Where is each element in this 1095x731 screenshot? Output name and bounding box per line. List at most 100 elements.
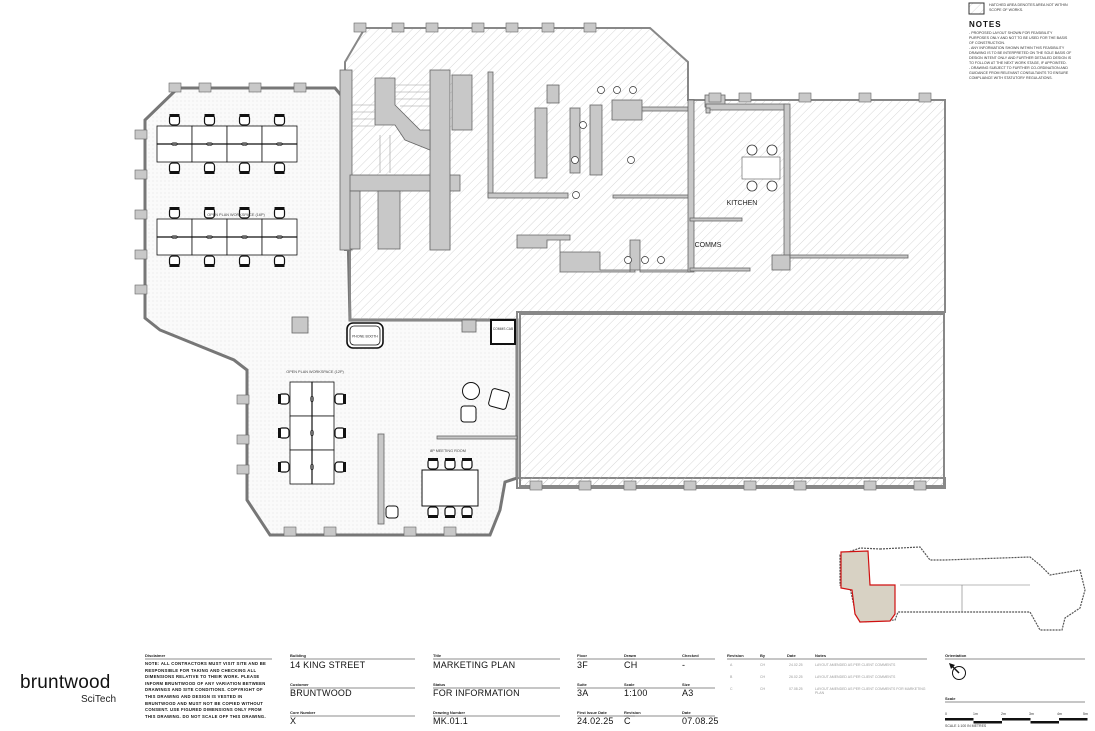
window-pier: [578, 480, 592, 491]
desk: [226, 236, 263, 256]
room-label-workspace-12p: OPEN PLAN WORKSPACE (12P): [286, 370, 344, 374]
rev-header-date: Date: [787, 653, 796, 658]
window-pier: [323, 526, 337, 537]
chair-back: [445, 515, 455, 518]
wc-fixture: [613, 86, 621, 94]
floor-label: Floor: [577, 653, 587, 658]
chair: [461, 506, 473, 518]
chair: [168, 114, 181, 126]
window-pier: [913, 480, 927, 491]
rev-header-by: By: [760, 653, 766, 658]
window-pier: [248, 82, 262, 93]
scale-bar-segment: [945, 718, 974, 721]
desk: [156, 125, 193, 145]
revisions-table: A CH 24.02.25 LAYOUT AMENDED AS PER CLIE…: [727, 663, 927, 699]
desk: [156, 143, 193, 163]
chair: [444, 458, 456, 470]
rev-notes: LAYOUT AMENDED AS PER CLIENT COMMENTS: [815, 675, 896, 679]
window-pier: [425, 22, 439, 33]
building-value: 14 KING STREET: [290, 660, 366, 670]
title-label: Title: [433, 653, 442, 658]
scale-tick: 3m: [1029, 712, 1034, 716]
window-pier: [134, 284, 148, 295]
scale-bar-ticks: 0 1m 2m 3m 4m 5m: [945, 712, 1095, 718]
chair-back: [278, 394, 281, 404]
status-value: FOR INFORMATION: [433, 688, 520, 698]
scale-bar: [945, 718, 1088, 724]
drawn-label: Drawn: [624, 653, 637, 658]
scale-bar-label: Scale: [945, 696, 956, 701]
window-piers: [134, 22, 932, 537]
title-value: MARKETING PLAN: [433, 660, 516, 670]
size-value: A3: [682, 688, 694, 698]
desk: [261, 143, 298, 163]
lounge-furniture: [385, 382, 510, 519]
chair-back: [428, 515, 438, 518]
wc-fixture: [579, 121, 587, 129]
hatch-legend-text: HATCHED AREA DENOTES AREA NOT WITHIN SCO…: [989, 3, 1068, 12]
window-pier: [198, 82, 212, 93]
window-pier: [391, 22, 405, 33]
chair: [334, 461, 346, 473]
drawing-number-label: Drawing Number: [433, 710, 466, 715]
rev-date: 24.02.25: [789, 663, 803, 667]
chair: [334, 427, 346, 439]
wc-fixture: [657, 256, 665, 264]
chair: [273, 207, 286, 219]
staircase: [352, 84, 430, 173]
chair: [334, 393, 346, 405]
scale-bar-segment: [1030, 721, 1059, 724]
orientation-label: Orientation: [945, 653, 967, 658]
chair-back: [462, 515, 472, 518]
revision-value: C: [624, 716, 631, 726]
suite-value: 3A: [577, 688, 589, 698]
desk: [156, 218, 193, 238]
desk: [311, 449, 335, 485]
window-pier: [168, 82, 182, 93]
chair-back: [343, 462, 346, 472]
window-pier: [134, 169, 148, 180]
chair: [444, 506, 456, 518]
window-pier: [293, 82, 307, 93]
chair: [461, 458, 473, 470]
chair-back: [239, 207, 250, 210]
meeting-table: [421, 469, 479, 507]
room-label-meeting-room: 8P MEETING ROOM: [430, 449, 466, 453]
chair-back: [239, 114, 250, 117]
furniture: [156, 86, 781, 518]
date-value: 07.08.25: [682, 716, 719, 726]
desk: [226, 143, 263, 163]
chair-back: [169, 264, 180, 267]
chair: [427, 458, 439, 470]
core-walls: [291, 69, 909, 525]
chair-back: [239, 171, 250, 174]
title-block-lines: [145, 658, 1085, 717]
core-number-label: Core Number: [290, 710, 316, 715]
chair-back: [274, 207, 285, 210]
chair-back: [278, 428, 281, 438]
floor-value: 3F: [577, 660, 588, 670]
desk: [226, 218, 263, 238]
scale-tick: 0: [945, 712, 947, 716]
window-pier: [683, 480, 697, 491]
customer-label: Customer: [290, 682, 309, 687]
chair-back: [169, 207, 180, 210]
desk: [156, 236, 193, 256]
wc-fixture: [572, 191, 580, 199]
desk: [191, 236, 228, 256]
chair: [238, 114, 251, 126]
window-pier: [236, 434, 250, 445]
desk: [191, 125, 228, 145]
revision-row: B CH 26.02.25 LAYOUT AMENDED AS PER CLIE…: [727, 675, 927, 687]
rev-header-notes: Notes: [815, 653, 827, 658]
window-pier: [505, 22, 519, 33]
window-pier: [236, 464, 250, 475]
chair-back: [343, 394, 346, 404]
date-label: Date: [682, 710, 691, 715]
window-pier: [529, 480, 543, 491]
kitchen-chair: [746, 144, 758, 156]
scale-caption: SCALE 1:100 IN METRES: [945, 724, 987, 728]
note-item: - ANY INFORMATION SHOWN WITHIN THIS FEAS…: [969, 46, 1072, 65]
window-pier: [353, 22, 367, 33]
